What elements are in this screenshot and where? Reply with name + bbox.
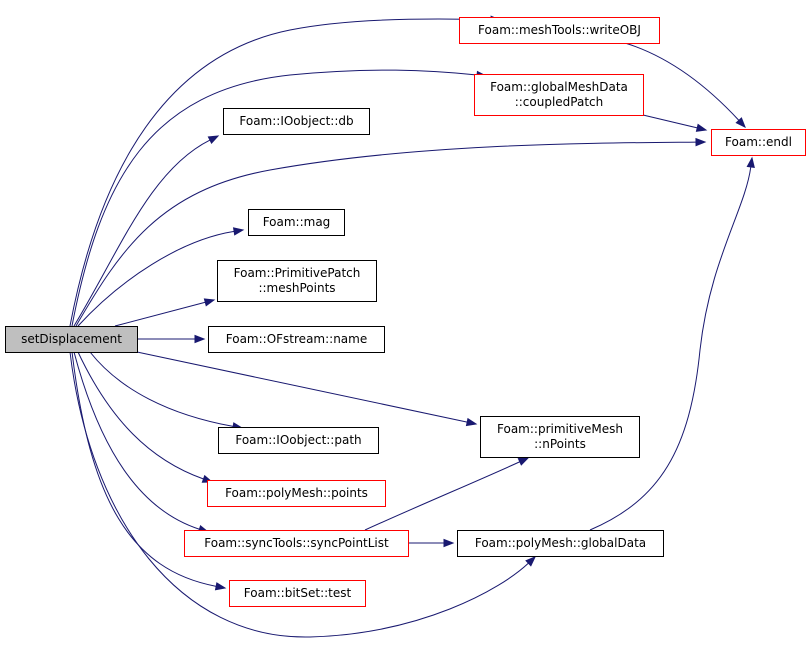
edge-set-displacement-to-ioobject-db bbox=[73, 135, 220, 327]
edges-layer bbox=[69, 15, 755, 638]
node-box bbox=[248, 209, 345, 236]
edge-write-obj-to-endl bbox=[624, 42, 746, 129]
edge-line bbox=[71, 351, 217, 587]
node-bitset-test[interactable]: Foam::bitSet::test bbox=[229, 580, 366, 607]
node-label: Foam::primitiveMesh bbox=[497, 422, 623, 436]
edge-sync-point-list-to-global-data bbox=[408, 538, 455, 548]
arrowhead-icon bbox=[465, 417, 478, 427]
arrowhead-icon bbox=[695, 123, 708, 132]
node-label: Foam::globalMeshData bbox=[490, 80, 628, 94]
edge-set-displacement-to-bitset-test bbox=[71, 351, 227, 591]
node-label: Foam::polyMesh::points bbox=[225, 486, 368, 500]
node-write-obj[interactable]: Foam::meshTools::writeOBJ bbox=[459, 17, 660, 44]
arrowhead-icon bbox=[214, 582, 227, 591]
edge-set-displacement-to-ioobject-path bbox=[89, 351, 244, 431]
arrowhead-icon bbox=[207, 135, 220, 145]
edge-set-displacement-to-global-data bbox=[69, 351, 537, 638]
arrowhead-icon bbox=[525, 556, 537, 567]
edge-line bbox=[77, 351, 204, 480]
node-box bbox=[217, 260, 377, 302]
edge-set-displacement-to-mesh-points bbox=[114, 298, 216, 327]
arrowhead-icon bbox=[695, 137, 707, 147]
edge-line bbox=[69, 351, 529, 638]
node-label: Foam::IOobject::db bbox=[239, 114, 353, 128]
edge-line bbox=[89, 351, 234, 427]
node-label: Foam::polyMesh::globalData bbox=[475, 536, 646, 550]
nodes-layer: setDisplacement Foam::meshTools::writeOBJ… bbox=[5, 17, 806, 607]
node-box bbox=[218, 427, 379, 454]
edge-global-data-to-endl bbox=[589, 156, 755, 531]
edge-line bbox=[73, 351, 200, 530]
node-label: Foam::endl bbox=[725, 135, 792, 149]
edge-line bbox=[624, 42, 740, 121]
node-box bbox=[711, 129, 806, 156]
node-polymesh-points[interactable]: Foam::polyMesh::points bbox=[207, 480, 386, 507]
node-label: Foam::PrimitivePatch bbox=[234, 266, 361, 280]
edge-coupled-patch-to-endl bbox=[642, 114, 708, 132]
node-ioobject-path[interactable]: Foam::IOobject::path bbox=[218, 427, 379, 454]
node-label: ::nPoints bbox=[534, 437, 586, 451]
node-set-displacement[interactable]: setDisplacement bbox=[5, 326, 138, 353]
node-label: Foam::syncTools::syncPointList bbox=[204, 536, 389, 550]
edge-line bbox=[114, 301, 206, 327]
arrowhead-icon bbox=[203, 298, 216, 307]
node-sync-point-list[interactable]: Foam::syncTools::syncPointList bbox=[184, 530, 409, 557]
node-global-data[interactable]: Foam::polyMesh::globalData bbox=[457, 530, 664, 557]
edge-line bbox=[75, 141, 697, 327]
node-box bbox=[229, 580, 366, 607]
node-box bbox=[480, 416, 640, 458]
edge-sync-point-list-to-n-points bbox=[364, 457, 530, 531]
node-label: ::meshPoints bbox=[258, 281, 335, 295]
edge-line bbox=[364, 461, 521, 531]
node-endl[interactable]: Foam::endl bbox=[711, 129, 806, 156]
node-label: Foam::IOobject::path bbox=[235, 433, 361, 447]
node-box bbox=[208, 326, 385, 353]
arrowhead-icon bbox=[735, 117, 746, 129]
node-label: Foam::OFstream::name bbox=[226, 332, 367, 346]
arrowhead-icon bbox=[746, 156, 755, 168]
node-box bbox=[474, 74, 644, 116]
edge-set-displacement-to-ofstream-name bbox=[137, 334, 206, 344]
edge-line bbox=[73, 139, 211, 327]
node-label: ::coupledPatch bbox=[515, 95, 604, 109]
node-label: Foam::mag bbox=[263, 215, 331, 229]
node-label: Foam::meshTools::writeOBJ bbox=[478, 23, 641, 37]
node-mesh-points[interactable]: Foam::PrimitivePatch::meshPoints bbox=[217, 260, 377, 302]
edge-set-displacement-to-polymesh-points bbox=[77, 351, 214, 483]
node-box bbox=[459, 17, 660, 44]
edge-set-displacement-to-endl bbox=[75, 137, 707, 327]
edge-line bbox=[71, 69, 478, 327]
arrowhead-icon bbox=[194, 334, 206, 344]
node-box bbox=[457, 530, 664, 557]
node-box bbox=[207, 480, 386, 507]
edge-line bbox=[77, 230, 235, 327]
node-mag[interactable]: Foam::mag bbox=[248, 209, 345, 236]
arrowhead-icon bbox=[443, 538, 455, 548]
node-ofstream-name[interactable]: Foam::OFstream::name bbox=[208, 326, 385, 353]
edge-set-displacement-to-mag bbox=[77, 227, 245, 327]
node-box bbox=[223, 108, 370, 135]
node-coupled-patch[interactable]: Foam::globalMeshData::coupledPatch bbox=[474, 74, 644, 116]
edge-line bbox=[69, 18, 492, 327]
edge-set-displacement-to-n-points bbox=[136, 351, 478, 427]
node-ioobject-db[interactable]: Foam::IOobject::db bbox=[223, 108, 370, 135]
node-label: setDisplacement bbox=[21, 332, 122, 346]
node-label: Foam::bitSet::test bbox=[244, 586, 352, 600]
node-box bbox=[184, 530, 409, 557]
edge-line bbox=[642, 114, 698, 129]
edge-line bbox=[136, 351, 468, 423]
arrowhead-icon bbox=[232, 227, 245, 236]
node-box bbox=[5, 326, 138, 353]
node-n-points[interactable]: Foam::primitiveMesh::nPoints bbox=[480, 416, 640, 458]
edge-line bbox=[589, 166, 752, 531]
arrowhead-icon bbox=[517, 457, 530, 466]
